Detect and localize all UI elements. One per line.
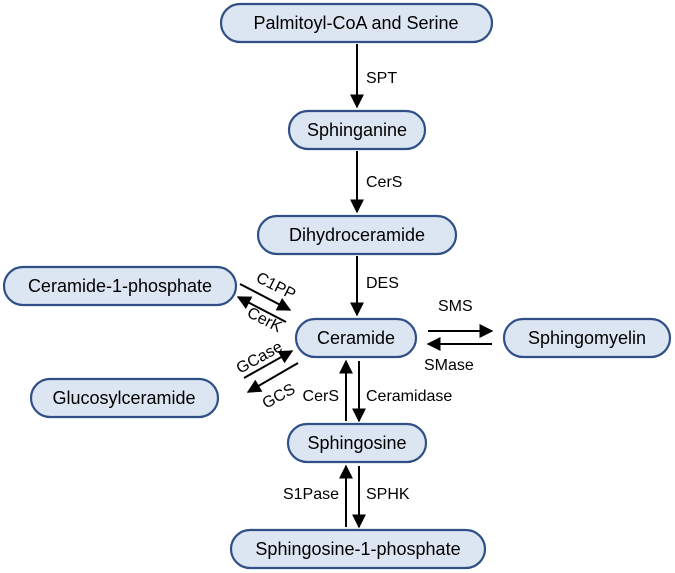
node-s1p-label: Sphingosine-1-phosphate	[255, 539, 460, 559]
arrow-ceramide-to-c1p	[236, 296, 287, 323]
node-dihydroceramide: Dihydroceramide	[256, 214, 458, 256]
node-ceramide-label: Ceramide	[317, 328, 395, 348]
enzyme-cerk-label: CerK	[244, 304, 284, 336]
node-ceramide-1-phosphate: Ceramide-1-phosphate	[2, 265, 238, 307]
enzyme-c1pp-label: C1PP	[253, 269, 298, 303]
node-c1p-label: Ceramide-1-phosphate	[28, 276, 212, 296]
enzyme-ceramidase-label: Ceramidase	[366, 388, 452, 405]
node-sphinganine: Sphinganine	[287, 109, 427, 151]
enzyme-gcs-label: GCS	[260, 381, 299, 413]
arrow-ceramide-to-glucosylceramide	[246, 362, 299, 393]
enzyme-cers-2-label: CerS	[303, 388, 339, 405]
node-sphingosine-1-phosphate: Sphingosine-1-phosphate	[229, 528, 487, 570]
enzyme-sphk-label: SPHK	[366, 486, 410, 503]
node-sphingosine-label: Sphingosine	[307, 433, 406, 453]
node-palmitoyl-coa-serine: Palmitoyl-CoA and Serine	[219, 2, 494, 44]
node-sphingosine: Sphingosine	[286, 422, 428, 464]
node-sphingomyelin-label: Sphingomyelin	[528, 328, 646, 348]
node-palmitoyl-label: Palmitoyl-CoA and Serine	[253, 13, 458, 33]
arrow-glucosylceramide-to-ceramide	[243, 350, 294, 379]
enzyme-spt-label: SPT	[366, 70, 397, 87]
arrow-c1p-to-ceramide	[239, 283, 292, 311]
enzyme-des-label: DES	[366, 275, 399, 292]
node-glucosylceramide: Glucosylceramide	[29, 377, 220, 419]
node-glucosylceramide-label: Glucosylceramide	[52, 388, 195, 408]
enzyme-smase-label: SMase	[424, 357, 474, 374]
enzyme-cers-1-label: CerS	[366, 174, 402, 191]
node-sphinganine-label: Sphinganine	[307, 120, 407, 140]
node-dihydroceramide-label: Dihydroceramide	[289, 225, 425, 245]
node-ceramide: Ceramide	[294, 317, 418, 359]
enzyme-s1pase-label: S1Pase	[283, 486, 339, 503]
node-sphingomyelin: Sphingomyelin	[502, 317, 672, 359]
enzyme-sms-label: SMS	[438, 298, 473, 315]
